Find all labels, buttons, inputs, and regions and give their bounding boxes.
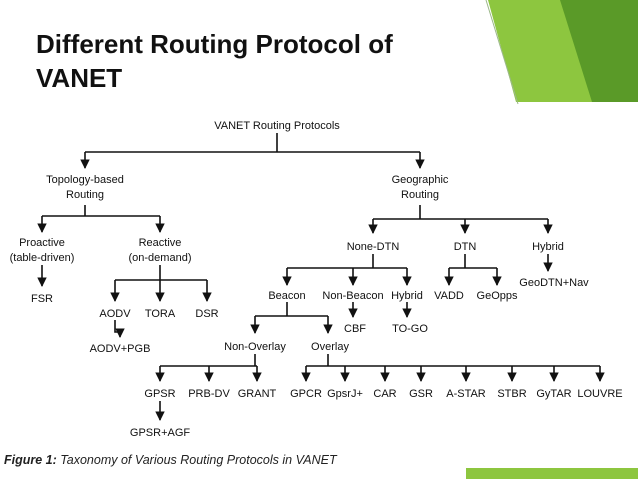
slide-title-line-1: Different Routing Protocol of — [36, 29, 393, 59]
node-a-star: A-STAR — [446, 388, 486, 400]
node-geographic: Geographic — [392, 174, 449, 186]
node-aodv: AODV — [99, 308, 131, 320]
node-dtn: DTN — [454, 241, 477, 253]
node-tora: TORA — [145, 308, 176, 320]
connector-topology — [42, 205, 160, 217]
connector-non-overlay — [160, 354, 257, 367]
node-non-overlay: Non-Overlay — [224, 341, 286, 353]
node-hybrid-2: Hybrid — [391, 290, 423, 302]
connector-reactive — [115, 265, 207, 281]
node-vanet-routing-protocols: VANET Routing Protocols — [214, 120, 340, 132]
node-dsr: DSR — [195, 308, 218, 320]
node-gpcr: GPCR — [290, 388, 322, 400]
node-aodv-pgb: AODV+PGB — [90, 343, 151, 355]
node-gpsrj: GpsrJ+ — [327, 388, 363, 400]
node-gytar: GyTAR — [536, 388, 571, 400]
diagram-connectors — [37, 133, 605, 421]
connector-root — [85, 133, 420, 153]
node-overlay: Overlay — [311, 341, 349, 353]
accent-shape-dark — [560, 0, 638, 102]
node-none-dtn: None-DTN — [347, 241, 400, 253]
slide-title-line-2: VANET — [36, 63, 123, 93]
figure-caption-text: Taxonomy of Various Routing Protocols in… — [60, 453, 337, 467]
connector-geographic — [373, 205, 548, 220]
node-beacon: Beacon — [268, 290, 305, 302]
connector-dtn — [449, 254, 497, 269]
node-car: CAR — [373, 388, 396, 400]
node-proactive-line2: (table-driven) — [10, 252, 75, 264]
node-prb-dv: PRB-DV — [188, 388, 230, 400]
node-geographic-line2: Routing — [401, 189, 439, 201]
node-reactive: Reactive — [139, 237, 182, 249]
node-louvre: LOUVRE — [577, 388, 622, 400]
node-fsr: FSR — [31, 293, 53, 305]
node-vadd: VADD — [434, 290, 464, 302]
slide-title: Different Routing Protocol of VANET — [36, 27, 456, 95]
node-hybrid: Hybrid — [532, 241, 564, 253]
figure-caption: Figure 1: Taxonomy of Various Routing Pr… — [4, 453, 337, 467]
connector-aodv — [114, 320, 120, 333]
node-cbf: CBF — [344, 323, 366, 335]
connector-overlay — [306, 354, 600, 367]
node-gpsr: GPSR — [144, 388, 175, 400]
node-to-go: TO-GO — [392, 323, 428, 335]
connector-beacon — [255, 302, 328, 317]
node-topology-based-line2: Routing — [66, 189, 104, 201]
figure-caption-label: Figure 1: — [4, 453, 57, 467]
connector-none-dtn — [287, 254, 407, 269]
node-gpsr-agf: GPSR+AGF — [130, 427, 190, 439]
node-proactive: Proactive — [19, 237, 65, 249]
bottom-accent-bar — [466, 468, 638, 479]
node-gsr: GSR — [409, 388, 433, 400]
node-stbr: STBR — [497, 388, 526, 400]
node-grant: GRANT — [238, 388, 277, 400]
accent-line — [485, 0, 519, 105]
diagram-nodes: VANET Routing Protocols Topology-based R… — [10, 120, 623, 439]
node-geoopps: GeOpps — [477, 290, 518, 302]
node-geodtn-nav: GeoDTN+Nav — [519, 277, 589, 289]
node-non-beacon: Non-Beacon — [322, 290, 383, 302]
node-reactive-line2: (on-demand) — [129, 252, 192, 264]
node-topology-based: Topology-based — [46, 174, 124, 186]
